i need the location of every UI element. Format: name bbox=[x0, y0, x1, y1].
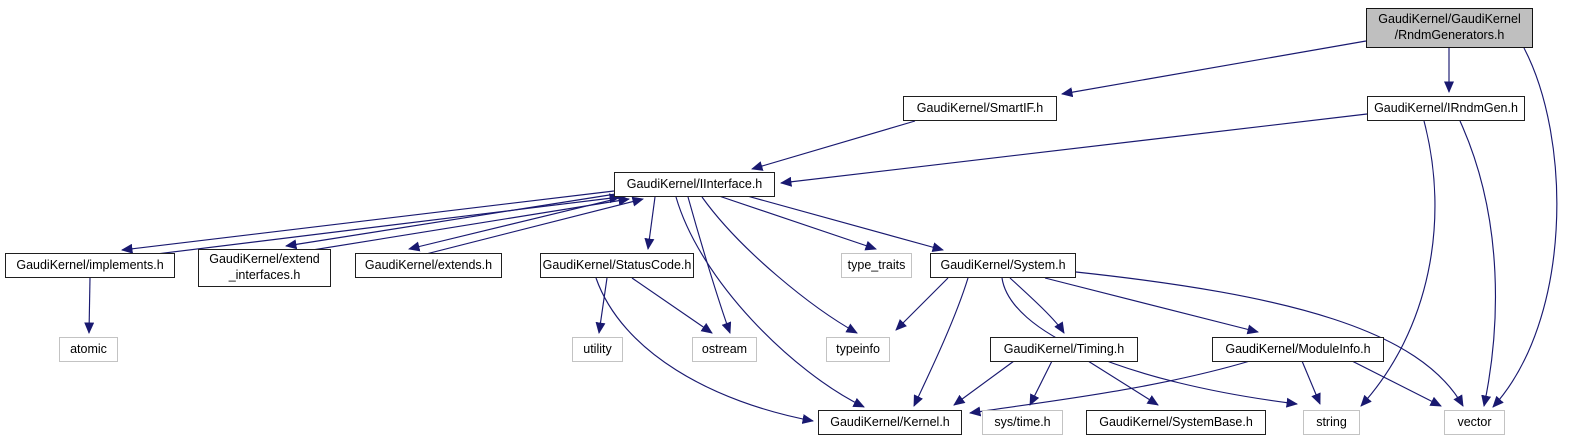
edge-iinterface-to-system bbox=[739, 193, 944, 253]
node-utility: utility bbox=[572, 337, 623, 362]
node-kernel[interactable]: GaudiKernel/Kernel.h bbox=[818, 410, 962, 435]
node-string: string bbox=[1303, 410, 1360, 435]
edge-timing-to-systembase bbox=[1087, 360, 1159, 406]
edge-iinterface-to-extends bbox=[408, 193, 637, 252]
edge-implements-to-atomic bbox=[84, 277, 95, 334]
edge-statuscode-to-ostream bbox=[631, 277, 713, 334]
edge-system-to-kernel bbox=[913, 277, 969, 407]
node-ostream: ostream bbox=[692, 337, 757, 362]
edge-irndmgen-to-vector bbox=[1459, 120, 1496, 407]
node-iinterface[interactable]: GaudiKernel/IInterface.h bbox=[614, 172, 775, 197]
edge-iinterface-to-ostream bbox=[687, 196, 732, 334]
edge-moduleinfo-to-vector bbox=[1351, 360, 1442, 407]
node-rndm-generators: GaudiKernel/GaudiKernel /RndmGenerators.… bbox=[1366, 8, 1533, 48]
edge-iinterface-to-implements bbox=[121, 190, 615, 254]
node-sys-time: sys/time.h bbox=[982, 410, 1063, 435]
node-moduleinfo[interactable]: GaudiKernel/ModuleInfo.h bbox=[1212, 337, 1384, 362]
edge-rndm_generators-to-smartif bbox=[1061, 40, 1367, 98]
edge-rndm_generators-to-vector bbox=[1492, 47, 1558, 408]
edge-system-to-moduleinfo bbox=[1044, 277, 1259, 335]
node-typeinfo: typeinfo bbox=[826, 337, 890, 362]
node-timing[interactable]: GaudiKernel/Timing.h bbox=[990, 337, 1138, 362]
edge-statuscode-to-kernel bbox=[595, 277, 814, 424]
edge-moduleinfo-to-kernel bbox=[969, 360, 1251, 417]
edge-system-to-typeinfo bbox=[895, 277, 949, 331]
edge-smartif-to-iinterface bbox=[751, 120, 916, 171]
edge-irndmgen-to-iinterface bbox=[780, 113, 1368, 187]
edge-implements-to-iinterface bbox=[131, 193, 621, 258]
node-irndmgen[interactable]: GaudiKernel/IRndmGen.h bbox=[1367, 96, 1525, 121]
edge-extend_interfaces-to-iinterface bbox=[299, 195, 630, 253]
node-system[interactable]: GaudiKernel/System.h bbox=[930, 253, 1076, 278]
edge-system-to-vector bbox=[1075, 271, 1464, 407]
edge-timing-to-sys_time bbox=[1029, 360, 1053, 406]
edge-timing-to-kernel bbox=[953, 360, 1015, 406]
node-statuscode[interactable]: GaudiKernel/StatusCode.h bbox=[540, 253, 694, 278]
node-systembase[interactable]: GaudiKernel/SystemBase.h bbox=[1086, 410, 1266, 435]
node-extend-interfaces[interactable]: GaudiKernel/extend _interfaces.h bbox=[198, 249, 331, 287]
node-vector: vector bbox=[1444, 410, 1505, 435]
node-smartif[interactable]: GaudiKernel/SmartIF.h bbox=[903, 96, 1057, 121]
edge-iinterface-to-type_traits bbox=[715, 194, 877, 251]
node-type-traits: type_traits bbox=[841, 253, 912, 278]
edge-system-to-timing bbox=[1009, 277, 1065, 334]
edge-iinterface-to-typeinfo bbox=[701, 196, 858, 334]
edge-iinterface-to-extend_interfaces bbox=[285, 192, 623, 250]
node-atomic: atomic bbox=[59, 337, 118, 362]
node-implements[interactable]: GaudiKernel/implements.h bbox=[5, 253, 175, 278]
edge-moduleinfo-to-string bbox=[1301, 360, 1321, 405]
edge-iinterface-to-kernel bbox=[675, 196, 865, 408]
edge-statuscode-to-utility bbox=[595, 277, 608, 334]
node-extends[interactable]: GaudiKernel/extends.h bbox=[355, 253, 502, 278]
edge-irndmgen-to-string bbox=[1360, 120, 1436, 407]
edge-extends-to-iinterface bbox=[421, 196, 644, 256]
edge-iinterface-to-statuscode bbox=[644, 196, 656, 250]
